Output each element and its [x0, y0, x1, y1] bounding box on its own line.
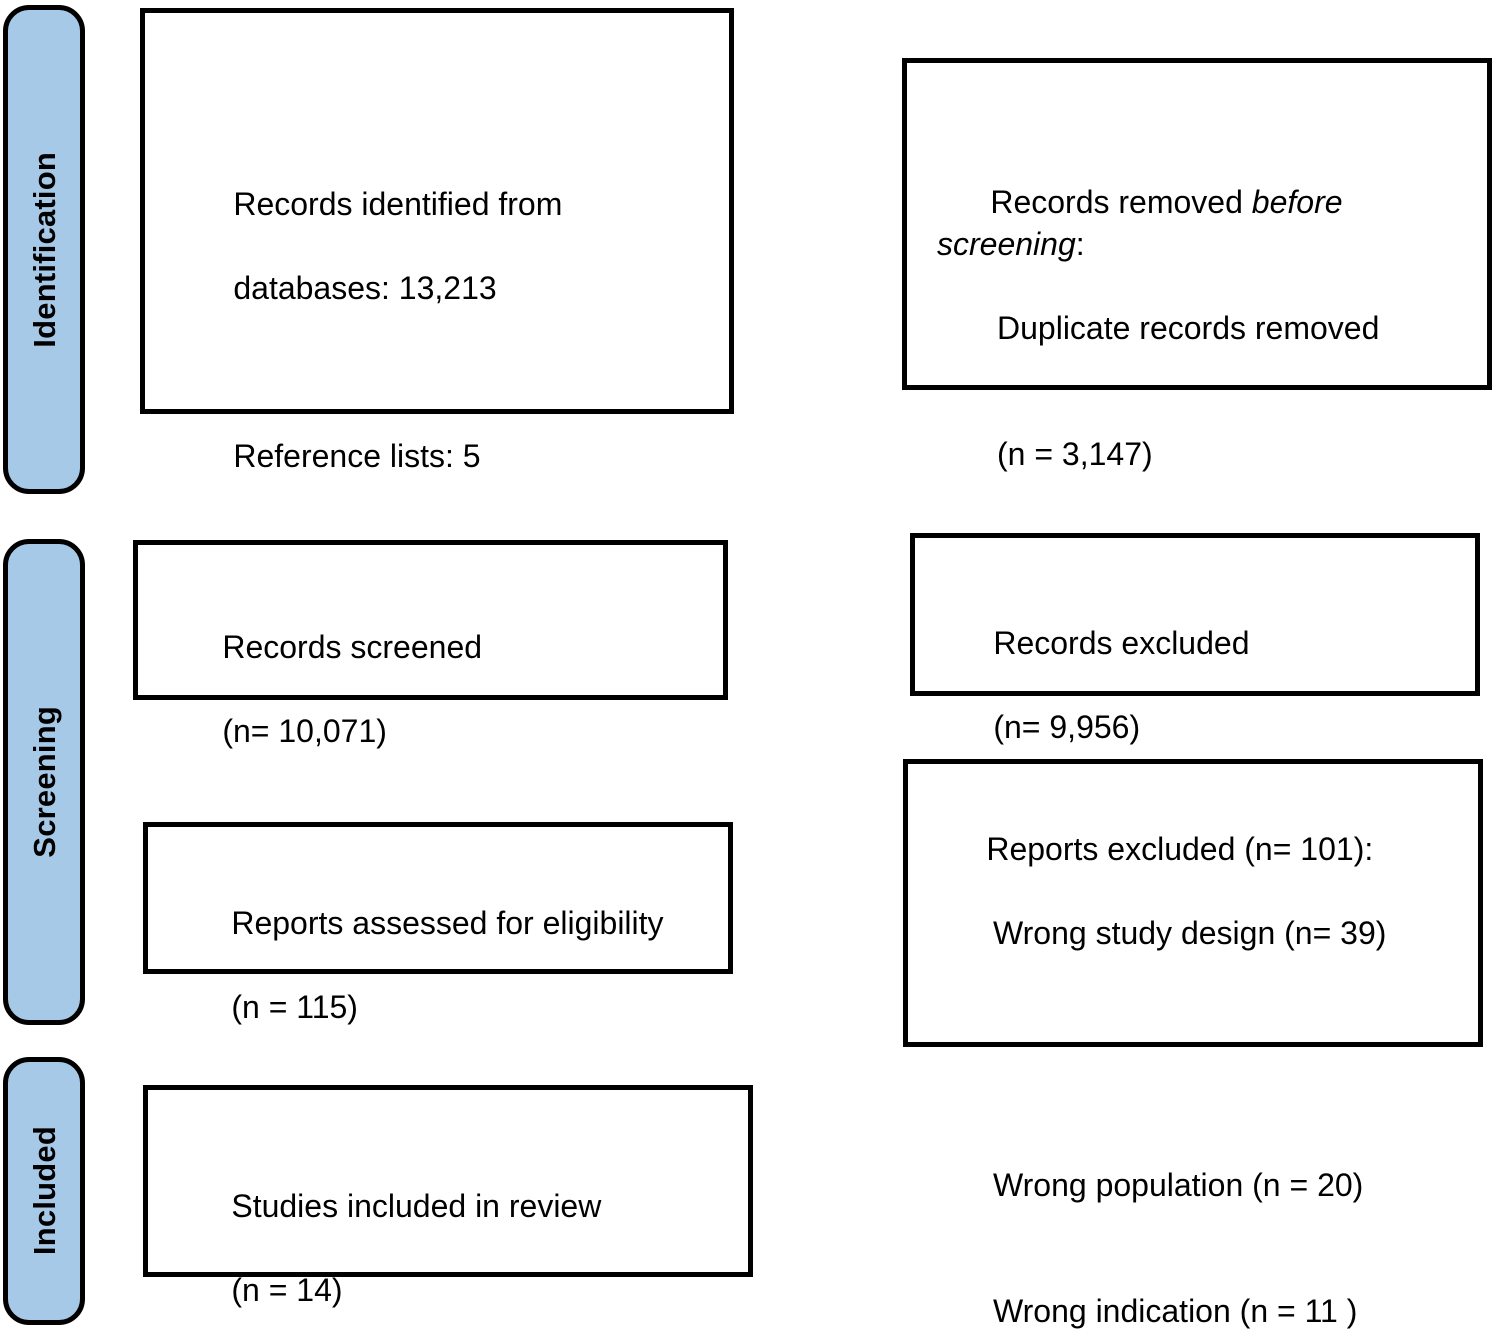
records-removed-line2-italic: screening [937, 226, 1076, 262]
records-identified-line2: databases: 13,213 [233, 270, 497, 306]
records-removed-line1-plain: Records removed [990, 184, 1252, 220]
box-studies-included-in-review: Studies included in review (n = 14) [143, 1085, 753, 1308]
box-records-screened: Records screened (n= 10,071) [133, 540, 728, 749]
reports-assessed-label: Reports assessed for eligibility [231, 905, 664, 941]
studies-included-label: Studies included in review [231, 1188, 602, 1224]
records-screened-label: Records screened [222, 629, 483, 665]
stage-label-identification: Identification [26, 151, 62, 348]
reports-excluded-text: Reports excluded (n= 101): Wrong study d… [933, 786, 1386, 1330]
studies-included-count: (n = 14) [231, 1272, 343, 1308]
records-removed-line2-plain: : [1075, 226, 1085, 262]
reports-assessed-text: Reports assessed for eligibility (n = 11… [178, 860, 664, 1070]
spacer-line [180, 351, 562, 393]
reports-excluded-wrong-population: Wrong population (n = 20) [993, 1167, 1364, 1203]
records-identified-line1: Records identified from [233, 186, 563, 222]
records-screened-text: Records screened (n= 10,071) [169, 584, 482, 794]
stage-tab-identification: Identification [3, 5, 85, 494]
records-excluded-count: (n= 9,956) [993, 709, 1141, 745]
records-identified-text: Records identified from databases: 13,21… [180, 141, 562, 519]
spacer-line [933, 1038, 1386, 1080]
box-records-excluded: Records excluded (n= 9,956) [910, 533, 1480, 745]
box-reports-assessed-for-eligibility: Reports assessed for eligibility (n = 11… [143, 822, 733, 1025]
duplicate-records-removed-count: (n = 3,147) [997, 436, 1153, 472]
reports-excluded-wrong-indication: Wrong indication (n = 11 ) [993, 1293, 1358, 1329]
stage-tab-screening: Screening [3, 539, 85, 1025]
reports-excluded-wrong-study-design: Wrong study design (n= 39) [993, 915, 1387, 951]
stage-label-included: Included [26, 1126, 62, 1256]
records-removed-text: Records removed before screening: Duplica… [937, 139, 1379, 559]
stage-label-screening: Screening [26, 706, 62, 858]
box-records-removed-before-screening: Records removed before screening: Duplica… [902, 58, 1492, 472]
box-records-identified: Records identified from databases: 13,21… [140, 8, 734, 474]
records-removed-line1-italic: before [1251, 184, 1343, 220]
reports-assessed-count: (n = 115) [231, 989, 358, 1025]
duplicate-records-removed-label: Duplicate records removed [997, 310, 1380, 346]
records-identified-line3: Reference lists: 5 [233, 438, 481, 474]
records-screened-count: (n= 10,071) [222, 713, 387, 749]
records-excluded-text: Records excluded (n= 9,956) [940, 580, 1249, 790]
studies-included-text: Studies included in review (n = 14) [178, 1143, 601, 1330]
records-excluded-label: Records excluded [993, 625, 1250, 661]
box-reports-excluded: Reports excluded (n= 101): Wrong study d… [903, 759, 1483, 1329]
reports-excluded-total: Reports excluded (n= 101): [986, 831, 1374, 867]
stage-tab-included: Included [3, 1057, 85, 1325]
